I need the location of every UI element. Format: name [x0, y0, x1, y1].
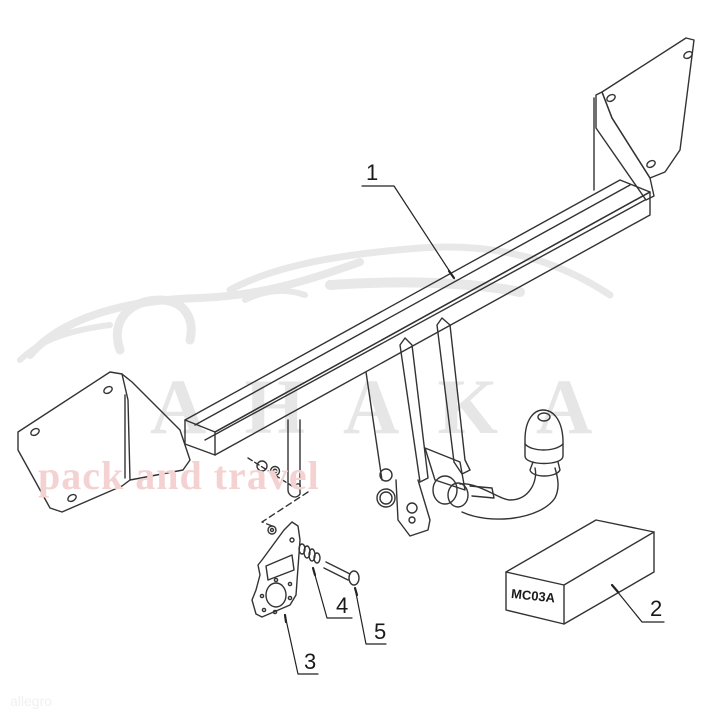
- vertical-brackets: [365, 317, 471, 537]
- left-hanger-tab: [287, 419, 301, 498]
- kit-box: [505, 519, 655, 625]
- source-watermark: allegro: [10, 693, 53, 709]
- hitch-housing: [424, 447, 495, 508]
- left-mounting-plate: [17, 371, 191, 513]
- callout-2: 2: [650, 596, 663, 621]
- socket-plate: [251, 521, 301, 618]
- callout-5: 5: [374, 619, 387, 644]
- bolt: [323, 561, 360, 586]
- bracket-bolts: [376, 468, 418, 524]
- callout-4: 4: [336, 593, 349, 618]
- leader-lines: [283, 185, 665, 675]
- callout-1: 1: [366, 160, 379, 185]
- tow-ball-neck: [459, 461, 561, 520]
- callout-3: 3: [304, 649, 317, 674]
- nut-washer: [247, 457, 309, 527]
- tow-ball: [524, 409, 564, 465]
- tagline-watermark: pack and travel: [38, 453, 320, 498]
- spring-washer: [298, 543, 321, 564]
- right-mounting-plate: [593, 37, 695, 201]
- cross-beam: [184, 179, 651, 456]
